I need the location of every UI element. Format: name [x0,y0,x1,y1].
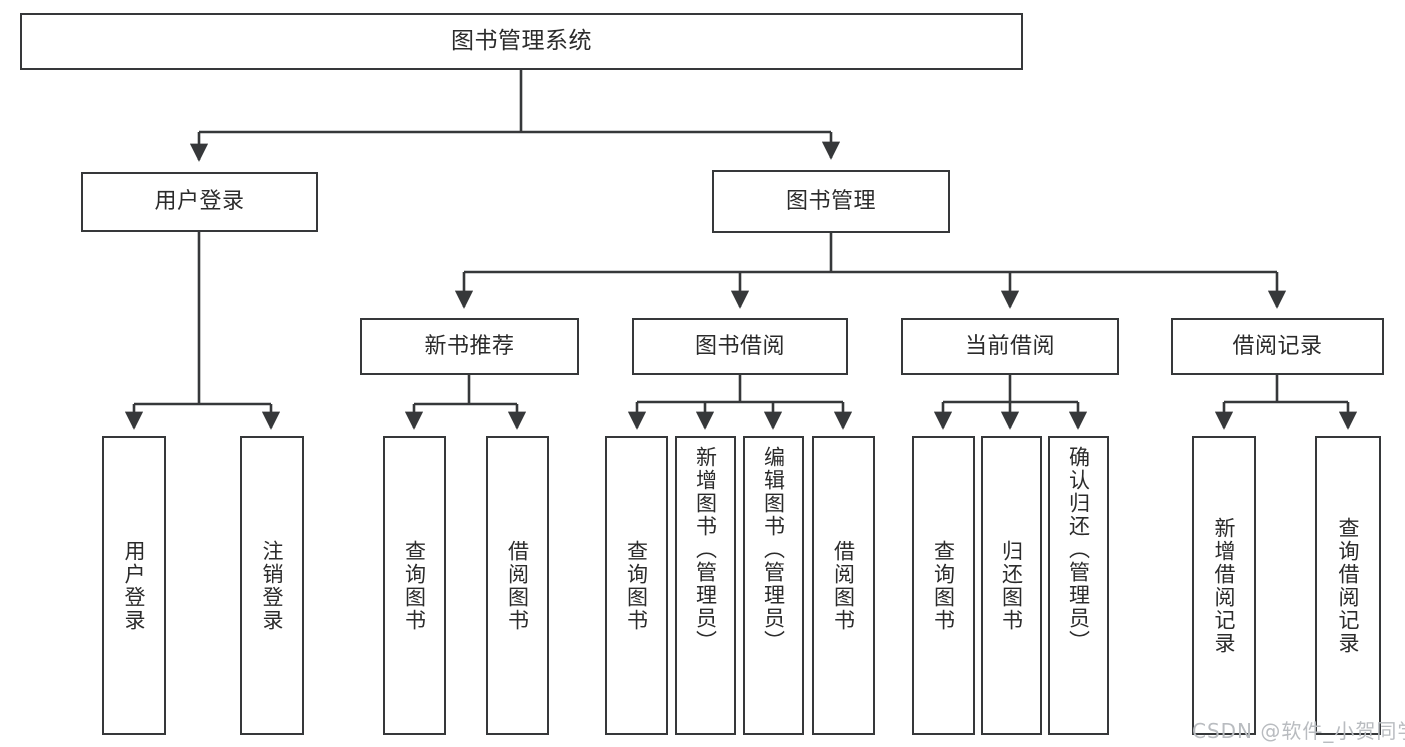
node-label: 用户登录 [122,539,147,632]
node-label: 图书管理 [785,188,876,214]
node-label: 新增借阅记录 [1212,516,1237,655]
node-label: 编辑图书（管理员） [761,446,786,653]
node-label: 图书借阅 [694,333,785,359]
node-label: 当前借阅 [964,333,1055,359]
node-label: 确认归还（管理员） [1066,446,1091,653]
leaf-user-login-signin[interactable]: 用户登录 [102,436,166,735]
node-book-borrow[interactable]: 图书借阅 [632,318,848,375]
leaf-records-add-record[interactable]: 新增借阅记录 [1192,436,1256,735]
leaf-current-confirm-return-admin[interactable]: 确认归还（管理员） [1048,436,1109,735]
leaf-current-return-book[interactable]: 归还图书 [981,436,1042,735]
node-label: 图书管理系统 [451,27,592,54]
node-label: 借阅记录 [1232,333,1323,359]
leaf-borrow-query-book[interactable]: 查询图书 [605,436,668,735]
node-label: 注销登录 [260,539,285,632]
node-new-book-recommend[interactable]: 新书推荐 [360,318,579,375]
node-label: 查询图书 [624,539,649,632]
node-label: 查询图书 [931,539,956,632]
csdn-watermark: CSDN @软件_小贺同学 [1192,719,1405,743]
leaf-current-query-book[interactable]: 查询图书 [912,436,975,735]
leaf-user-login-signout[interactable]: 注销登录 [240,436,304,735]
leaf-records-query-record[interactable]: 查询借阅记录 [1315,436,1381,735]
leaf-borrow-add-book-admin[interactable]: 新增图书（管理员） [675,436,736,735]
node-user-login[interactable]: 用户登录 [81,172,318,232]
node-root-system[interactable]: 图书管理系统 [20,13,1023,70]
node-label: 归还图书 [999,539,1024,632]
leaf-new-book-borrow[interactable]: 借阅图书 [486,436,549,735]
node-label: 用户登录 [154,189,245,215]
node-borrow-records[interactable]: 借阅记录 [1171,318,1384,375]
node-current-borrow[interactable]: 当前借阅 [901,318,1119,375]
node-label: 借阅图书 [831,539,856,632]
leaf-new-book-query[interactable]: 查询图书 [383,436,446,735]
node-label: 查询借阅记录 [1336,516,1361,655]
leaf-borrow-borrow-book[interactable]: 借阅图书 [812,436,875,735]
node-label: 新书推荐 [424,333,515,359]
leaf-borrow-edit-book-admin[interactable]: 编辑图书（管理员） [743,436,804,735]
node-label: 借阅图书 [505,539,530,632]
node-label: 查询图书 [402,539,427,632]
node-book-management[interactable]: 图书管理 [712,170,950,233]
node-label: 新增图书（管理员） [693,446,718,653]
